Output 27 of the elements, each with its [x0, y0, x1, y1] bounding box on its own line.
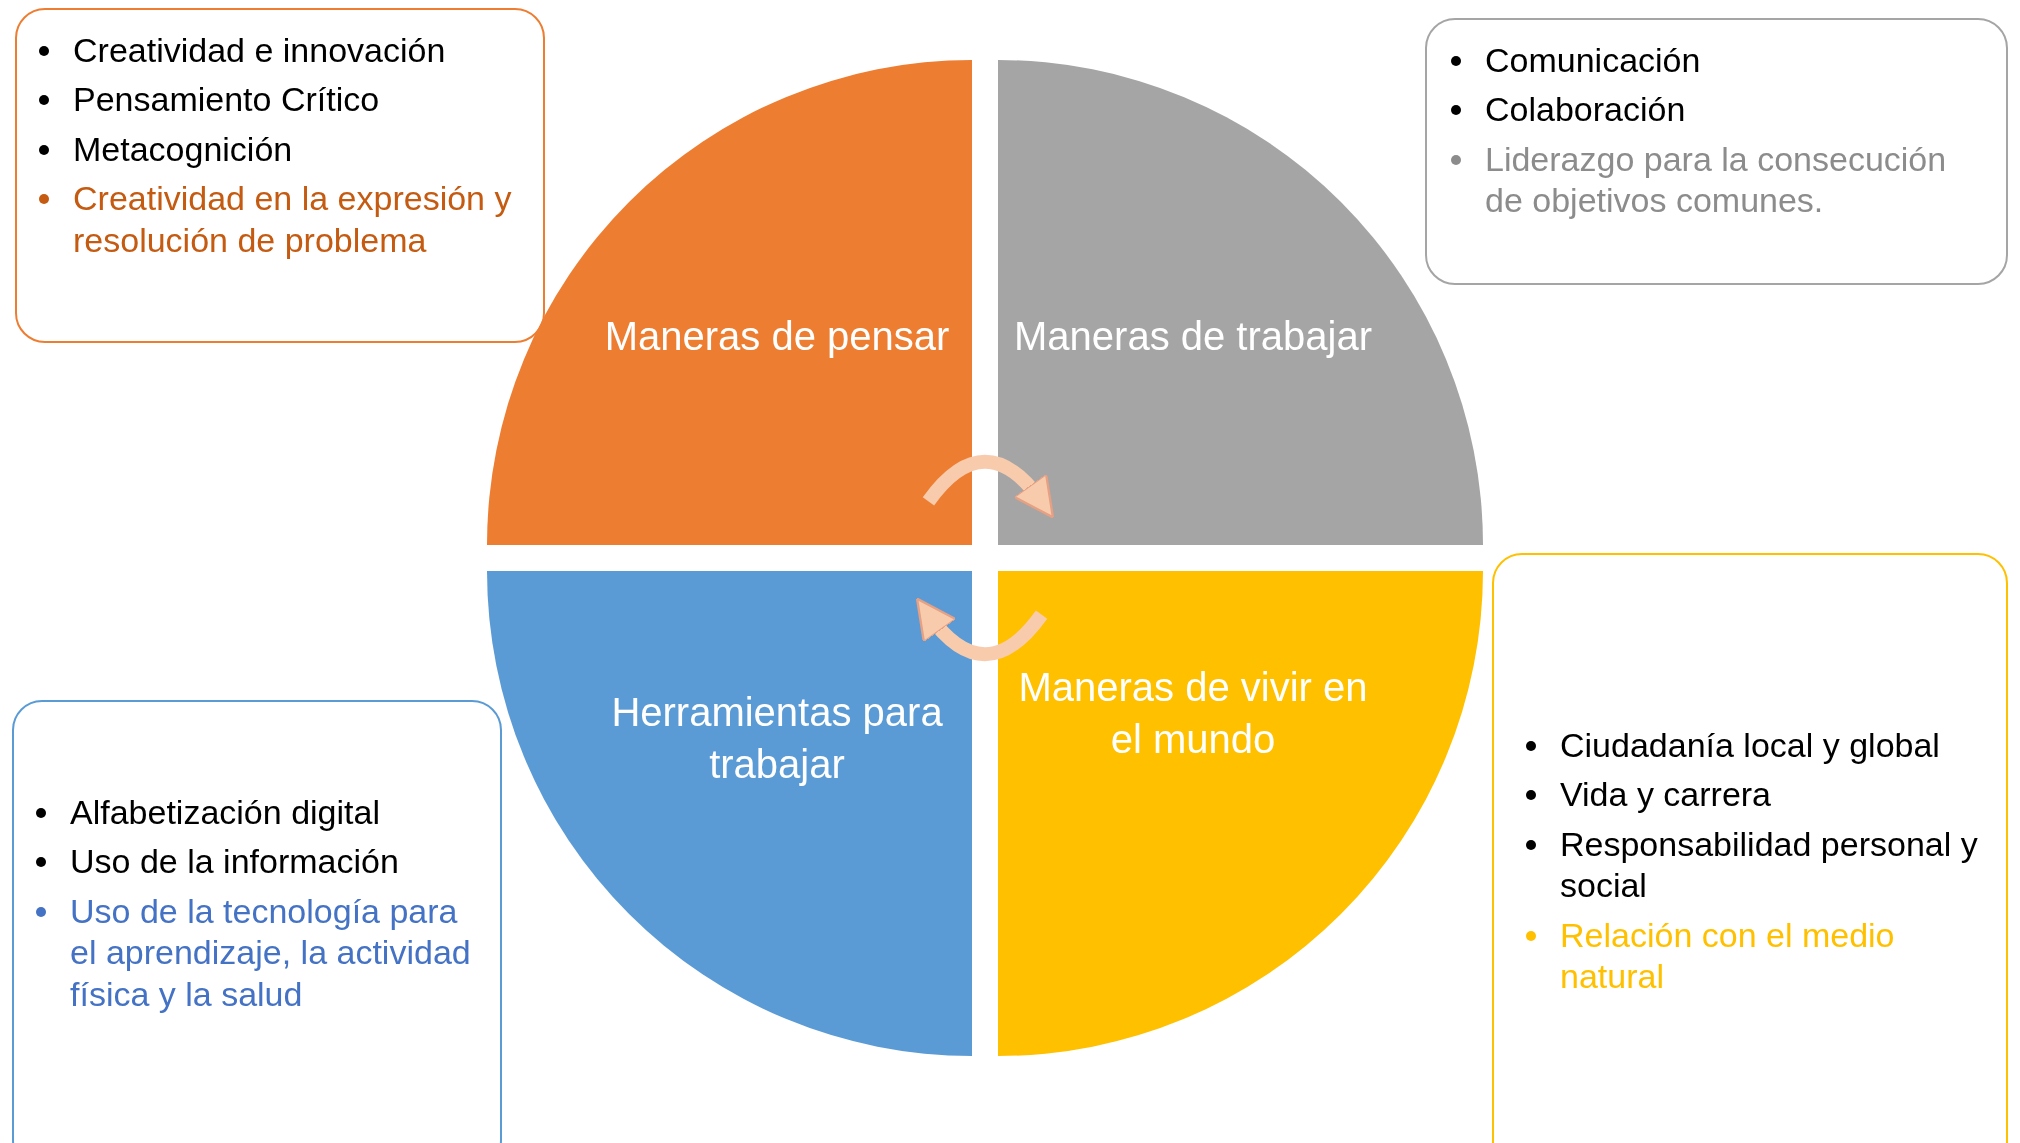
bullet-item: Metacognición	[73, 129, 293, 168]
callout-panel	[12, 700, 502, 1143]
bullet-item: Comunicación	[1485, 41, 1701, 79]
sector-title: Maneras de vivir en el mundo	[1017, 664, 1369, 763]
bullet-item: Uso de la información	[70, 842, 399, 881]
quadrant-sector	[487, 571, 972, 1056]
bullet-item: Uso de la tecnología para el aprendizaje, la actividad física y la salud	[70, 891, 471, 1013]
quadrant-sector	[998, 60, 1483, 545]
quadrant-sector	[998, 571, 1483, 1056]
sector-title: Herramientas para trabajar	[610, 689, 944, 788]
curved-arrow	[915, 597, 1048, 662]
bullet-item: Responsabilidad personal y social	[1560, 824, 1978, 905]
sector-title: Maneras de trabajar	[1013, 313, 1373, 360]
bullet-item: Ciudadanía local y global	[1560, 726, 1940, 764]
callout-panel	[1425, 18, 2008, 285]
bullet-item: Creatividad e innovación	[73, 31, 446, 69]
bullet-item: Relación con el medio natural	[1560, 915, 1895, 996]
bullet-item: Colaboración	[1485, 90, 1686, 129]
sector-title: Maneras de pensar	[603, 313, 951, 360]
bullet-item: Alfabetización digital	[70, 793, 380, 831]
bullet-item: Pensamiento Crítico	[73, 80, 380, 119]
callout-panel	[1492, 553, 2008, 1143]
bullet-item: Vida y carrera	[1560, 775, 1772, 814]
quadrant-sector	[487, 60, 972, 545]
bullet-item: Creatividad en la expresión y resolución de problema	[73, 179, 512, 259]
callout-panel	[15, 8, 545, 343]
bullet-item: Liderazgo para la consecución de objetivos comunes.	[1485, 139, 1947, 220]
